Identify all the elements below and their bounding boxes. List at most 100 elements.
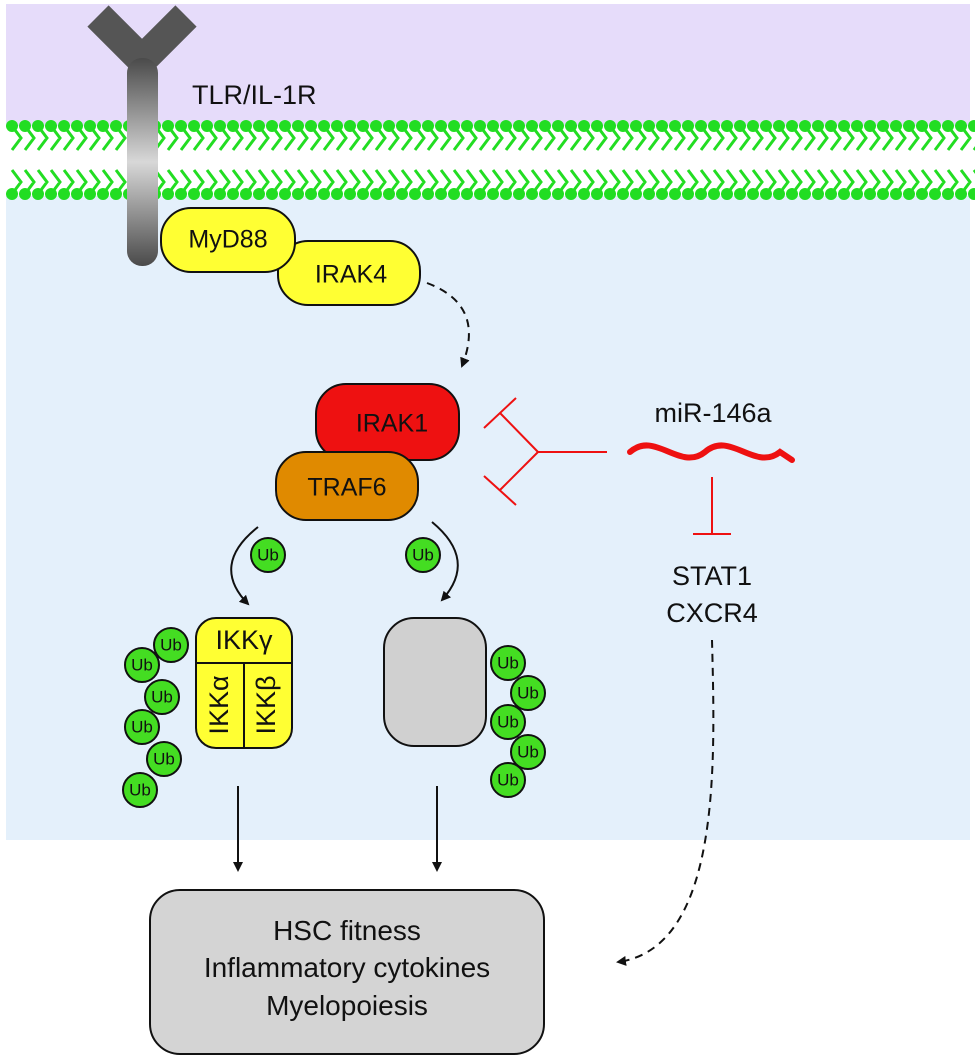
lipid-head-outer xyxy=(279,120,291,132)
lipid-head-inner xyxy=(669,188,681,200)
activation-arrow-irak4-irak1 xyxy=(426,282,470,368)
ubiquitin-label: Ub xyxy=(497,770,519,789)
lipid-head-inner xyxy=(825,188,837,200)
ubiquitin-bead xyxy=(510,734,546,770)
lipid-head-inner xyxy=(539,188,551,200)
lipid-head-outer xyxy=(539,120,551,132)
ikk-gamma-label: IKKγ xyxy=(215,625,273,655)
lipid-head-outer xyxy=(487,120,499,132)
lipid-head-inner xyxy=(890,188,902,200)
lipid-head-outer xyxy=(916,120,928,132)
lipid-head-outer xyxy=(45,120,57,132)
lipid-head-inner xyxy=(58,188,70,200)
lipid-head-outer xyxy=(903,120,915,132)
lipid-head-outer xyxy=(643,120,655,132)
lipid-head-inner xyxy=(357,188,369,200)
ubiquitin-label: Ub xyxy=(257,545,279,564)
target-cxcr4-label: CXCR4 xyxy=(666,598,758,628)
mir146a-inhibition xyxy=(483,397,731,535)
lipid-head-outer xyxy=(305,120,317,132)
ikk-alpha-label: IKKα xyxy=(204,675,234,734)
myd88-label: MyD88 xyxy=(188,226,267,254)
lipid-head-inner xyxy=(877,188,889,200)
lipid-head-outer xyxy=(214,120,226,132)
lipid-head-outer xyxy=(32,120,44,132)
lipid-head-inner xyxy=(175,188,187,200)
outcome-line-1: HSC fitness xyxy=(273,915,421,946)
ub-chain-left: Ub xyxy=(144,679,180,715)
lipid-head-inner xyxy=(838,188,850,200)
ub-free-left: Ub xyxy=(250,537,286,573)
lipid-head-outer xyxy=(6,120,18,132)
traf6-label: TRAF6 xyxy=(307,474,386,502)
ubiquitin-bead xyxy=(250,537,286,573)
mirna-strand xyxy=(627,442,795,463)
lipid-head-outer xyxy=(500,120,512,132)
ub-chain-right: Ub xyxy=(510,675,546,711)
ubiquitin-label: Ub xyxy=(160,635,182,654)
lipid-head-inner xyxy=(708,188,720,200)
lipid-head-inner xyxy=(929,188,941,200)
lipid-head-outer xyxy=(19,120,31,132)
lipid-head-outer xyxy=(318,120,330,132)
lipid-head-inner xyxy=(32,188,44,200)
lipid-head-inner xyxy=(916,188,928,200)
lipid-head-inner xyxy=(214,188,226,200)
ubiquitin-bead xyxy=(490,645,526,681)
ubiquitin-bead xyxy=(144,679,180,715)
lipid-head-inner xyxy=(955,188,967,200)
receptor-stem xyxy=(127,58,158,266)
lipid-head-inner xyxy=(786,188,798,200)
ub-chain-left: Ub xyxy=(122,772,158,808)
lipid-head-outer xyxy=(409,120,421,132)
lipid-head-outer xyxy=(591,120,603,132)
lipid-head-inner xyxy=(760,188,772,200)
ikk-beta-label: IKKβ xyxy=(251,675,281,734)
lipid-head-outer xyxy=(565,120,577,132)
ub-chain-right: Ub xyxy=(510,734,546,770)
ub-chain-left: Ub xyxy=(146,741,182,777)
receptor-label: TLR/IL-1R xyxy=(192,80,317,110)
lipid-head-inner xyxy=(461,188,473,200)
ubiquitin-label: Ub xyxy=(153,749,175,768)
ubiquitin-label: Ub xyxy=(412,545,434,564)
lipid-head-inner xyxy=(188,188,200,200)
ubiquitin-label: Ub xyxy=(131,717,153,736)
outcome-line-2: Inflammatory cytokines xyxy=(204,952,490,983)
lipid-head-inner xyxy=(162,188,174,200)
lipid-head-outer xyxy=(890,120,902,132)
lipid-head-outer xyxy=(630,120,642,132)
outcome-box xyxy=(149,889,545,1055)
ubiquitin-label: Ub xyxy=(131,655,153,674)
ubiquitin-label: Ub xyxy=(151,687,173,706)
lipid-head-inner xyxy=(6,188,18,200)
lipid-head-outer xyxy=(188,120,200,132)
lipid-head-outer xyxy=(422,120,434,132)
ubiquitin-bead xyxy=(490,704,526,740)
ubiquitin-bead xyxy=(124,709,160,745)
lipid-head-inner xyxy=(370,188,382,200)
lipid-head-inner xyxy=(318,188,330,200)
lipid-head-outer xyxy=(552,120,564,132)
ubiquitination-arrow-left xyxy=(230,526,259,606)
lipid-head-inner xyxy=(903,188,915,200)
lipid-head-outer xyxy=(58,120,70,132)
lipid-head-outer xyxy=(474,120,486,132)
lipid-head-inner xyxy=(773,188,785,200)
lipid-head-inner xyxy=(45,188,57,200)
lipid-head-outer xyxy=(942,120,954,132)
lipid-head-outer xyxy=(331,120,343,132)
lipid-head-outer xyxy=(266,120,278,132)
lipid-head-inner xyxy=(227,188,239,200)
lipid-head-inner xyxy=(331,188,343,200)
lipid-head-inner xyxy=(201,188,213,200)
lipid-head-inner xyxy=(747,188,759,200)
lipid-head-outer xyxy=(526,120,538,132)
ubiquitin-bead xyxy=(405,537,441,573)
lipid-head-outer xyxy=(695,120,707,132)
lipid-head-outer xyxy=(461,120,473,132)
ub-chain-right: Ub xyxy=(490,762,526,798)
lipid-head-outer xyxy=(344,120,356,132)
